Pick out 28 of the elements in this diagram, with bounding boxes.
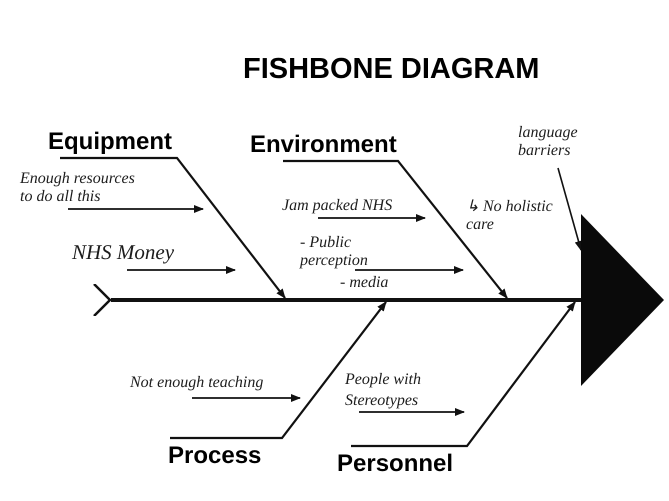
bone-arrow (170, 301, 387, 440)
category-heading: Process (168, 438, 268, 470)
cause-arrow (192, 394, 301, 402)
cause-arrow (355, 266, 464, 274)
handwritten-note: Jam packed NHS (282, 197, 398, 218)
handwritten-note: - Public perception (300, 234, 400, 270)
category-heading: Personnel (337, 446, 451, 478)
hand-drawn-arrow (557, 168, 582, 251)
category-heading: Equipment (48, 128, 178, 158)
bone-arrow (60, 156, 286, 299)
bone-arrow (351, 301, 576, 448)
bone-arrow (283, 160, 508, 299)
diagram-title: FISHBONE DIAGRAM (243, 52, 540, 86)
cause-arrow (127, 266, 236, 274)
handwritten-note: Enough resources to do all this (20, 170, 140, 209)
handwritten-note: ↳ No holistic care (466, 198, 554, 235)
category-heading: Environment (250, 131, 402, 161)
fish-tail (93, 284, 111, 316)
handwritten-note: language barriers (518, 124, 610, 168)
fish-head (581, 214, 664, 386)
handwritten-note: - media (340, 274, 390, 293)
handwritten-note: NHS Money (72, 240, 182, 270)
handwritten-note: Not enough teaching (130, 374, 268, 398)
cause-arrow (318, 214, 426, 222)
fish-spine (111, 298, 581, 302)
cause-arrow (359, 408, 465, 416)
handwritten-note: People with Stereotypes (345, 369, 433, 412)
cause-arrow (68, 205, 204, 213)
